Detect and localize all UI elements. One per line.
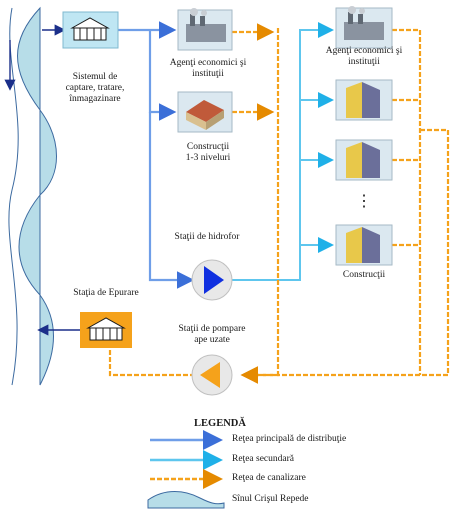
agents-right-label: Agenţi economici şi instituţii — [325, 46, 403, 67]
buildings-right-label: Construcţii — [342, 270, 386, 280]
intake-system-label: Sistemul de captare, tratare, înmagazina… — [65, 72, 125, 104]
dots-label: ⋮ — [356, 193, 372, 210]
legend-label-secondary: Reţea secundară — [232, 454, 294, 464]
legend-label-main: Reţea principală de distribuţie — [232, 434, 347, 444]
factory-icon-right — [335, 6, 393, 49]
low-building-icon — [177, 91, 233, 133]
treatment-station-label: Staţia de Epurare — [73, 288, 139, 298]
apartment-building-icon-3 — [335, 224, 393, 266]
legend-label-sewer: Reţea de canalizare — [232, 473, 306, 483]
legend-swatches — [147, 430, 225, 509]
treatment-station-icon — [80, 312, 132, 348]
apartment-building-icon-1 — [335, 79, 393, 121]
buildings-low-label: Construcţii 1-3 niveluri — [185, 142, 231, 163]
secondary-network — [232, 22, 334, 281]
intake-facility — [62, 11, 119, 49]
factory-icon — [177, 8, 233, 51]
legend-label-river: Sînul Crişul Repede — [232, 494, 309, 504]
river — [6, 5, 57, 390]
pump-station-label: Staţii de hidrofor — [174, 232, 240, 242]
agents-top-label: Agenţi economici şi instituţii — [169, 58, 247, 79]
sewage-pump-label: Staţii de pompare ape uzate — [178, 324, 246, 345]
sewage-pump-icon — [191, 354, 233, 396]
main-distribution-network — [118, 21, 195, 289]
hydrofor-pump-icon — [191, 259, 233, 301]
apartment-building-icon-2 — [335, 139, 393, 181]
legend-title: LEGENDĂ — [194, 418, 246, 429]
